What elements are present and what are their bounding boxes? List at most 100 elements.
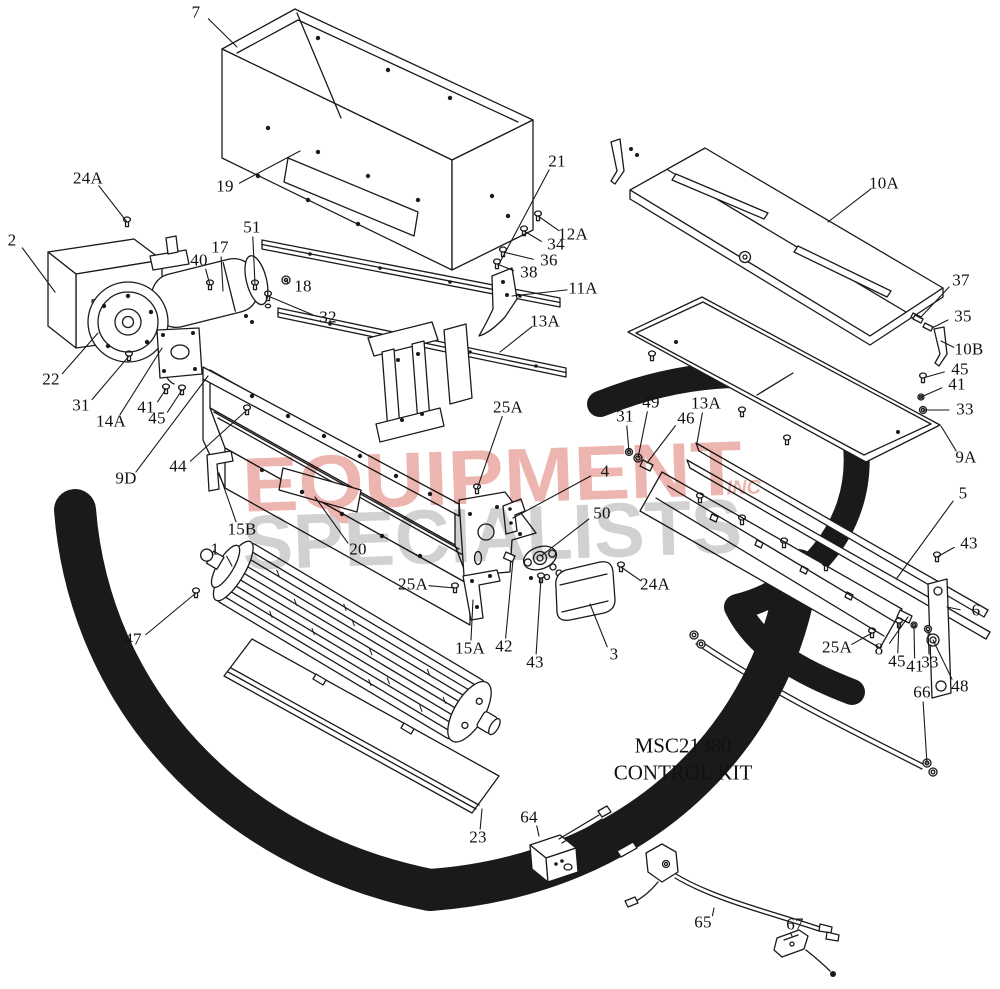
leader-line-32 <box>267 295 314 316</box>
fastener-glyph-36 <box>498 246 508 258</box>
leader-line-23 <box>479 808 483 830</box>
callout-10B: 10B <box>954 339 984 359</box>
callout-7: 7 <box>191 2 201 22</box>
harness-connector <box>773 929 836 977</box>
callout-45: 45 <box>951 359 969 379</box>
lid-hardware-right <box>912 314 928 415</box>
callout-13A: 13A <box>530 311 560 331</box>
leader-line-14A <box>119 347 163 416</box>
callout-15B: 15B <box>227 519 257 539</box>
callout-9A: 9A <box>955 447 977 467</box>
leader-line-25A <box>476 415 503 490</box>
leader-lines <box>21 18 961 937</box>
callout-18: 18 <box>294 276 312 296</box>
leader-line-13A <box>499 326 533 353</box>
callout-12A: 12A <box>558 224 588 244</box>
wiring-harness <box>616 841 840 942</box>
callout-8: 8 <box>874 639 884 659</box>
leader-line-2 <box>21 247 56 293</box>
callout-32: 32 <box>319 307 337 327</box>
leader-line-13A <box>696 412 703 444</box>
leader-line-50 <box>540 518 590 557</box>
callout-31: 31 <box>72 395 90 415</box>
leader-line-66 <box>922 701 928 765</box>
callout-41: 41 <box>137 397 155 417</box>
fastener-glyph-45 <box>918 372 928 384</box>
callout-47: 47 <box>124 629 142 649</box>
callout-3: 3 <box>609 644 619 664</box>
main-frame <box>202 321 537 626</box>
leader-line-51 <box>252 236 256 286</box>
leader-line-3 <box>589 603 608 648</box>
callout-42: 42 <box>495 636 513 656</box>
callout-1: 1 <box>210 539 220 559</box>
leader-line-37 <box>919 286 950 319</box>
callout-13A: 13A <box>691 393 721 413</box>
screen-grate <box>627 296 941 463</box>
hinge-bracket-left <box>610 138 639 185</box>
callout-17: 17 <box>211 237 229 257</box>
callout-46: 46 <box>677 408 695 428</box>
leader-line-6 <box>946 606 961 611</box>
leader-line-41 <box>913 625 916 659</box>
watermark-swoosh <box>54 362 870 911</box>
fastener-glyph-47 <box>191 587 201 599</box>
leader-line-1 <box>226 555 233 567</box>
leader-line-25A <box>428 585 456 589</box>
bearing-flange <box>502 545 563 581</box>
leader-line-45 <box>166 389 183 413</box>
leader-line-67 <box>790 933 793 937</box>
callout-35: 35 <box>954 306 972 326</box>
callout-10A: 10A <box>869 173 899 193</box>
callout-43: 43 <box>960 533 978 553</box>
leader-line-25A <box>851 632 873 646</box>
callout-33: 33 <box>921 652 939 672</box>
kit-part-number: MSC21380 <box>634 733 732 758</box>
callout-24A: 24A <box>640 574 670 594</box>
leader-line-9A <box>940 425 957 452</box>
leader-line-35 <box>931 319 949 329</box>
auger-drum <box>200 540 501 743</box>
callout-6: 6 <box>971 600 981 620</box>
corner-bracket-11a <box>478 267 518 337</box>
control-box <box>529 805 612 883</box>
deflector-panel <box>223 638 500 814</box>
leader-line-48 <box>932 639 953 680</box>
leader-line-44 <box>189 409 248 462</box>
motor-mount-plate <box>156 327 203 379</box>
callout-66: 66 <box>913 682 931 702</box>
leader-line-24A <box>98 185 128 223</box>
fastener-glyph-24A <box>616 561 626 573</box>
leader-line-7 <box>207 18 238 48</box>
fastener-glyph-25A <box>472 483 482 495</box>
leader-line-12A <box>537 215 560 232</box>
callout-38: 38 <box>520 262 538 282</box>
leader-line-15A <box>470 599 474 641</box>
leader-line-5 <box>896 500 954 579</box>
lid-assembly <box>629 147 944 346</box>
leader-line-15B <box>218 472 237 523</box>
callout-65: 65 <box>694 912 712 932</box>
leader-line-10B <box>940 340 955 348</box>
leader-line-64 <box>536 825 540 837</box>
leader-line-34 <box>523 230 542 242</box>
end-cover <box>555 561 616 621</box>
callout-34: 34 <box>547 234 565 254</box>
callout-23: 23 <box>469 827 487 847</box>
leader-line-33 <box>927 629 930 655</box>
callout-44: 44 <box>169 456 187 476</box>
callout-36: 36 <box>540 250 558 270</box>
fastener-glyph-38 <box>492 258 502 270</box>
callout-5: 5 <box>958 483 968 503</box>
leader-line-41 <box>920 387 943 398</box>
callout-21: 21 <box>548 151 566 171</box>
callout-15A: 15A <box>455 638 485 658</box>
callout-14A: 14A <box>96 411 126 431</box>
callout-2: 2 <box>7 230 17 250</box>
callout-25A: 25A <box>493 397 523 417</box>
leader-line-17 <box>220 256 224 292</box>
callout-11A: 11A <box>568 278 598 298</box>
leader-line-24A <box>620 566 642 582</box>
callout-22: 22 <box>42 369 60 389</box>
